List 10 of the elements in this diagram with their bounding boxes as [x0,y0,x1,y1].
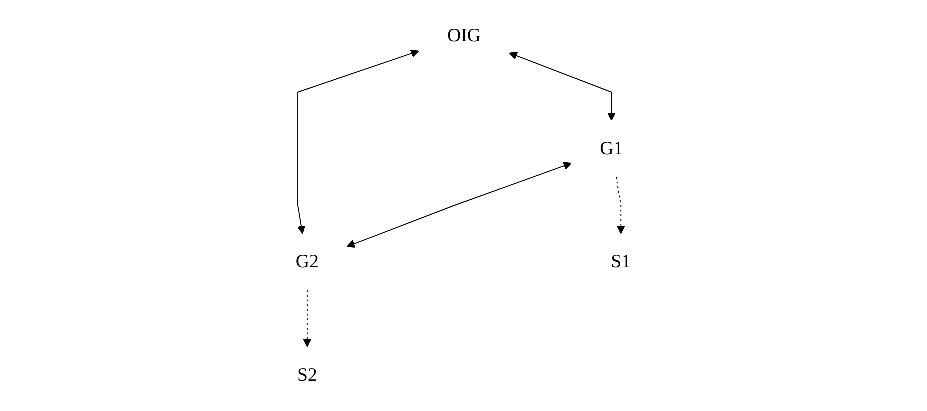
arrow [346,162,572,248]
node-text: OIG [448,25,482,46]
arrow [297,50,420,234]
node-text: S1 [611,252,632,272]
node-text: G2 [296,252,319,272]
arrow [509,52,616,122]
arrow [303,290,312,348]
node-text: S2 [297,364,318,386]
arrow [616,176,626,234]
node-text: G1 [600,138,624,160]
